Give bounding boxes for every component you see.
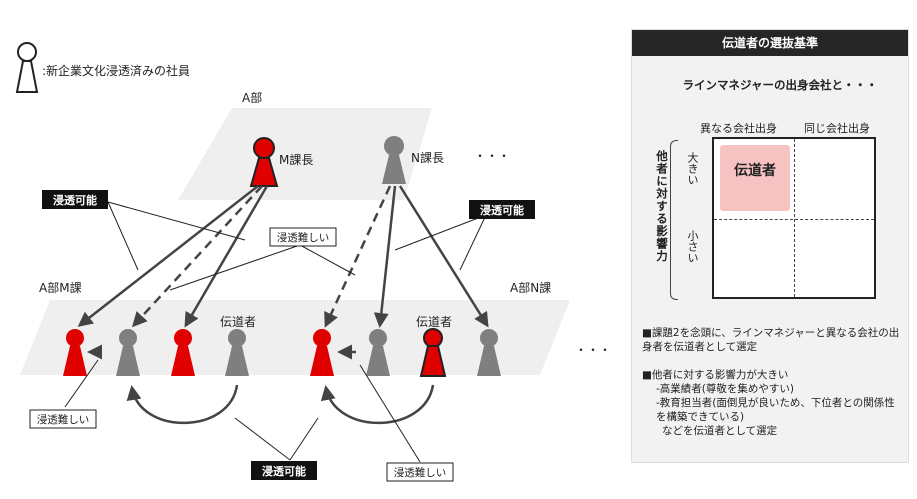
messenger-m-label: 伝道者 [220,315,256,329]
note-5: などを伝道者として選定 [662,425,778,437]
callout-difficult-box [269,227,337,247]
callout-difficult-box [29,409,97,429]
section-m-plane [20,300,300,375]
note-2: ■他者に対する影響力が大きい [642,369,789,381]
callout-difficult-label: 浸透難しい [277,231,330,244]
legend-person-icon [15,42,39,93]
selection-matrix: 伝道者 [712,137,876,299]
callout-difficult-label: 浸透難しい [394,466,447,479]
matrix-divider-v [794,139,795,297]
matrix-divider-h [714,219,874,220]
callout-possible-box [42,190,108,209]
manager-m-icon [249,137,279,187]
messenger-icon [419,328,447,377]
col-label-different: 異なる会社出身 [700,122,777,135]
note-4: -教育担当者(面倒見が良いため、下位者との関係性を構築できている) [656,397,895,423]
callout-possible-box [251,461,317,480]
col-label-same: 同じ会社出身 [804,122,870,135]
employee-converted-icon [63,329,87,376]
callout-possible-box [469,200,535,219]
row-axis-brace [670,140,678,300]
section-m-label: A部M課 [39,280,82,295]
employee-converted-icon [171,329,195,376]
selection-criteria-panel: 伝道者の選抜基準 ラインマネジャーの出身会社と・・・ 異なる会社出身 同じ会社出… [631,29,909,463]
dept-label: A部 [242,90,262,105]
panel-title: 伝道者の選抜基準 [632,30,908,56]
ellipsis-right: ・・・ [575,343,611,357]
employee-icon [477,329,501,376]
employee-converted-icon [310,329,334,376]
manager-n-label: N課長 [411,150,444,165]
messenger-icon [225,329,249,376]
row-label-small: 小さい [686,230,699,263]
manager-n-icon [382,136,406,184]
legend-text: :新企業文化浸透済みの社員 [42,63,190,78]
employee-icon [116,329,140,376]
row-axis-title: 他者に対する影響力 [655,150,669,263]
section-n-label: A部N課 [510,280,551,295]
employee-icon [366,329,390,376]
note-3: -高業績者(尊敬を集めやすい) [656,383,794,395]
callout-difficult-label: 浸透難しい [37,413,90,426]
callout-possible-label: 浸透可能 [262,464,306,478]
callout-possible-label: 浸透可能 [480,203,524,217]
callout-possible-label: 浸透可能 [53,193,97,207]
selected-cell: 伝道者 [720,145,790,211]
row-label-large: 大きい [686,152,699,185]
dept-plane [178,108,432,200]
messenger-n-label: 伝道者 [416,315,452,329]
manager-m-label: M課長 [279,152,313,167]
diffusion-diagram: :新企業文化浸透済みの社員 A部 A部M課 A部N課 M課長 N課長 ・・・ ・… [15,42,611,482]
ellipsis-top: ・・・ [474,149,510,163]
note-1: ■課題2を念頭に、ラインマネジャーと異なる会社の出身者を伝道者として選定 [642,327,900,353]
callout-difficult-box [386,462,454,482]
panel-subtitle: ラインマネジャーの出身会社と・・・ [682,78,878,92]
